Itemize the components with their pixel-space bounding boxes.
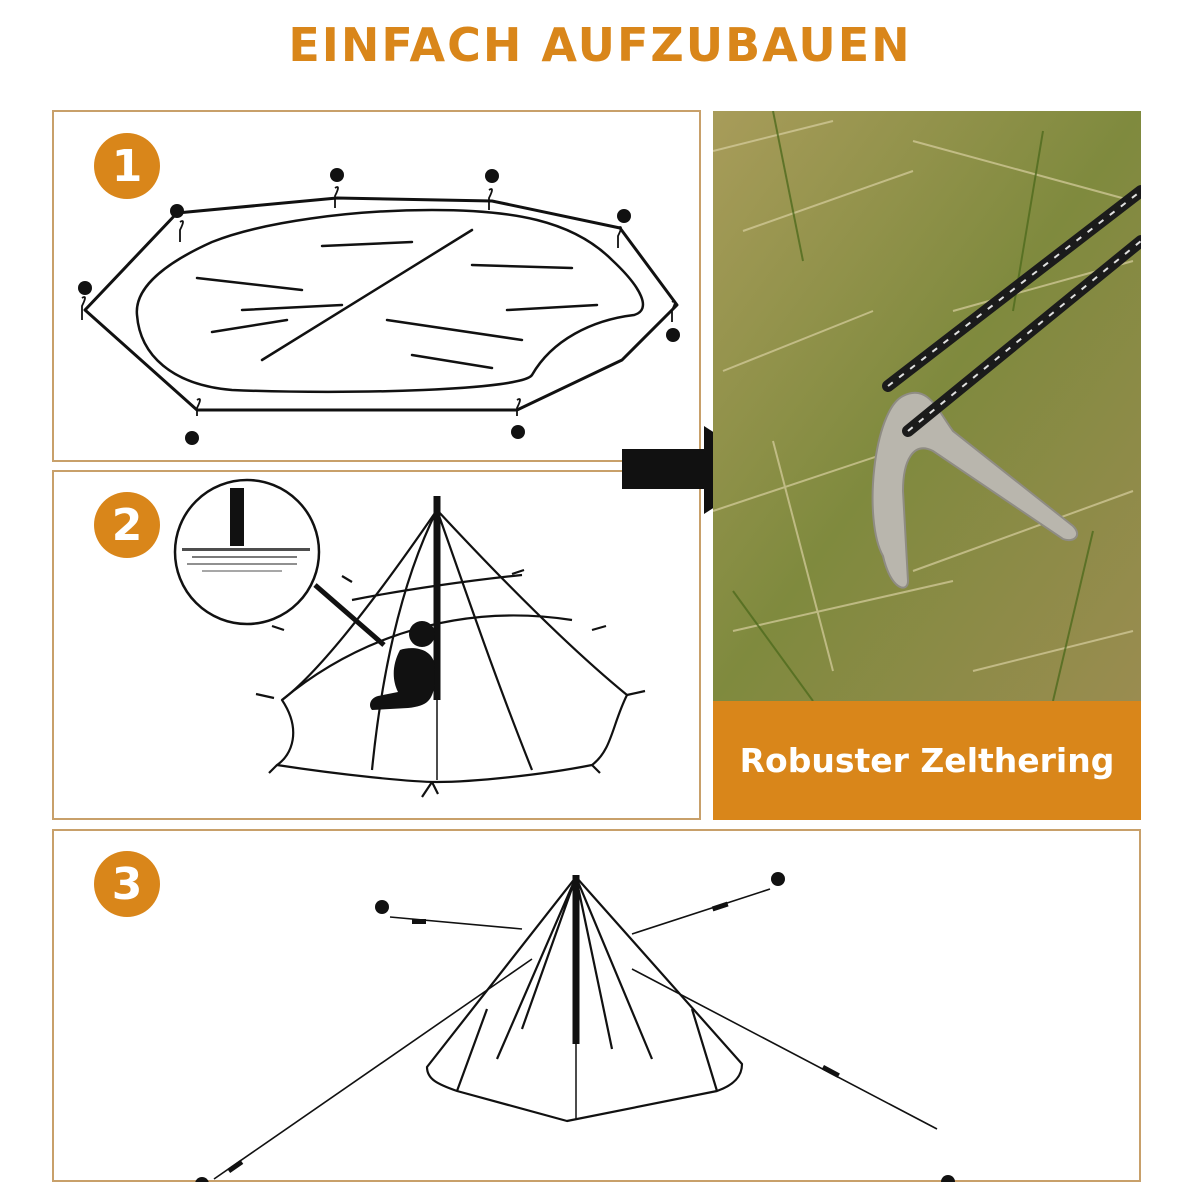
photo-caption: Robuster Zelthering	[739, 741, 1115, 780]
person-figure	[370, 621, 435, 710]
step-1-badge: 1	[94, 133, 160, 199]
step-1-panel	[52, 110, 701, 462]
step-3-badge: 3	[94, 851, 160, 917]
step-3-panel	[52, 829, 1141, 1182]
step-3-stakes	[195, 872, 955, 1182]
photo-caption-bar: Robuster Zelthering	[713, 701, 1141, 820]
tent-stake-photo	[713, 111, 1141, 701]
step-2-badge: 2	[94, 492, 160, 558]
page-title: EINFACH AUFZUBAUEN	[288, 18, 912, 72]
zoom-inset-circle	[173, 478, 321, 626]
folded-tent-fabric	[135, 208, 645, 394]
step-2-pole-raising-illustration	[173, 478, 646, 798]
step-1-ground-sheet-illustration	[78, 168, 680, 445]
step-1-stakes	[78, 168, 680, 445]
pitched-tent-outline	[425, 875, 744, 1123]
step-3-guy-lines-illustration	[195, 872, 955, 1182]
zoom-inset-ground	[182, 548, 310, 572]
metal-stake	[871, 391, 1079, 589]
tent-footprint-outline	[83, 196, 679, 412]
step-2-panel	[52, 470, 701, 820]
